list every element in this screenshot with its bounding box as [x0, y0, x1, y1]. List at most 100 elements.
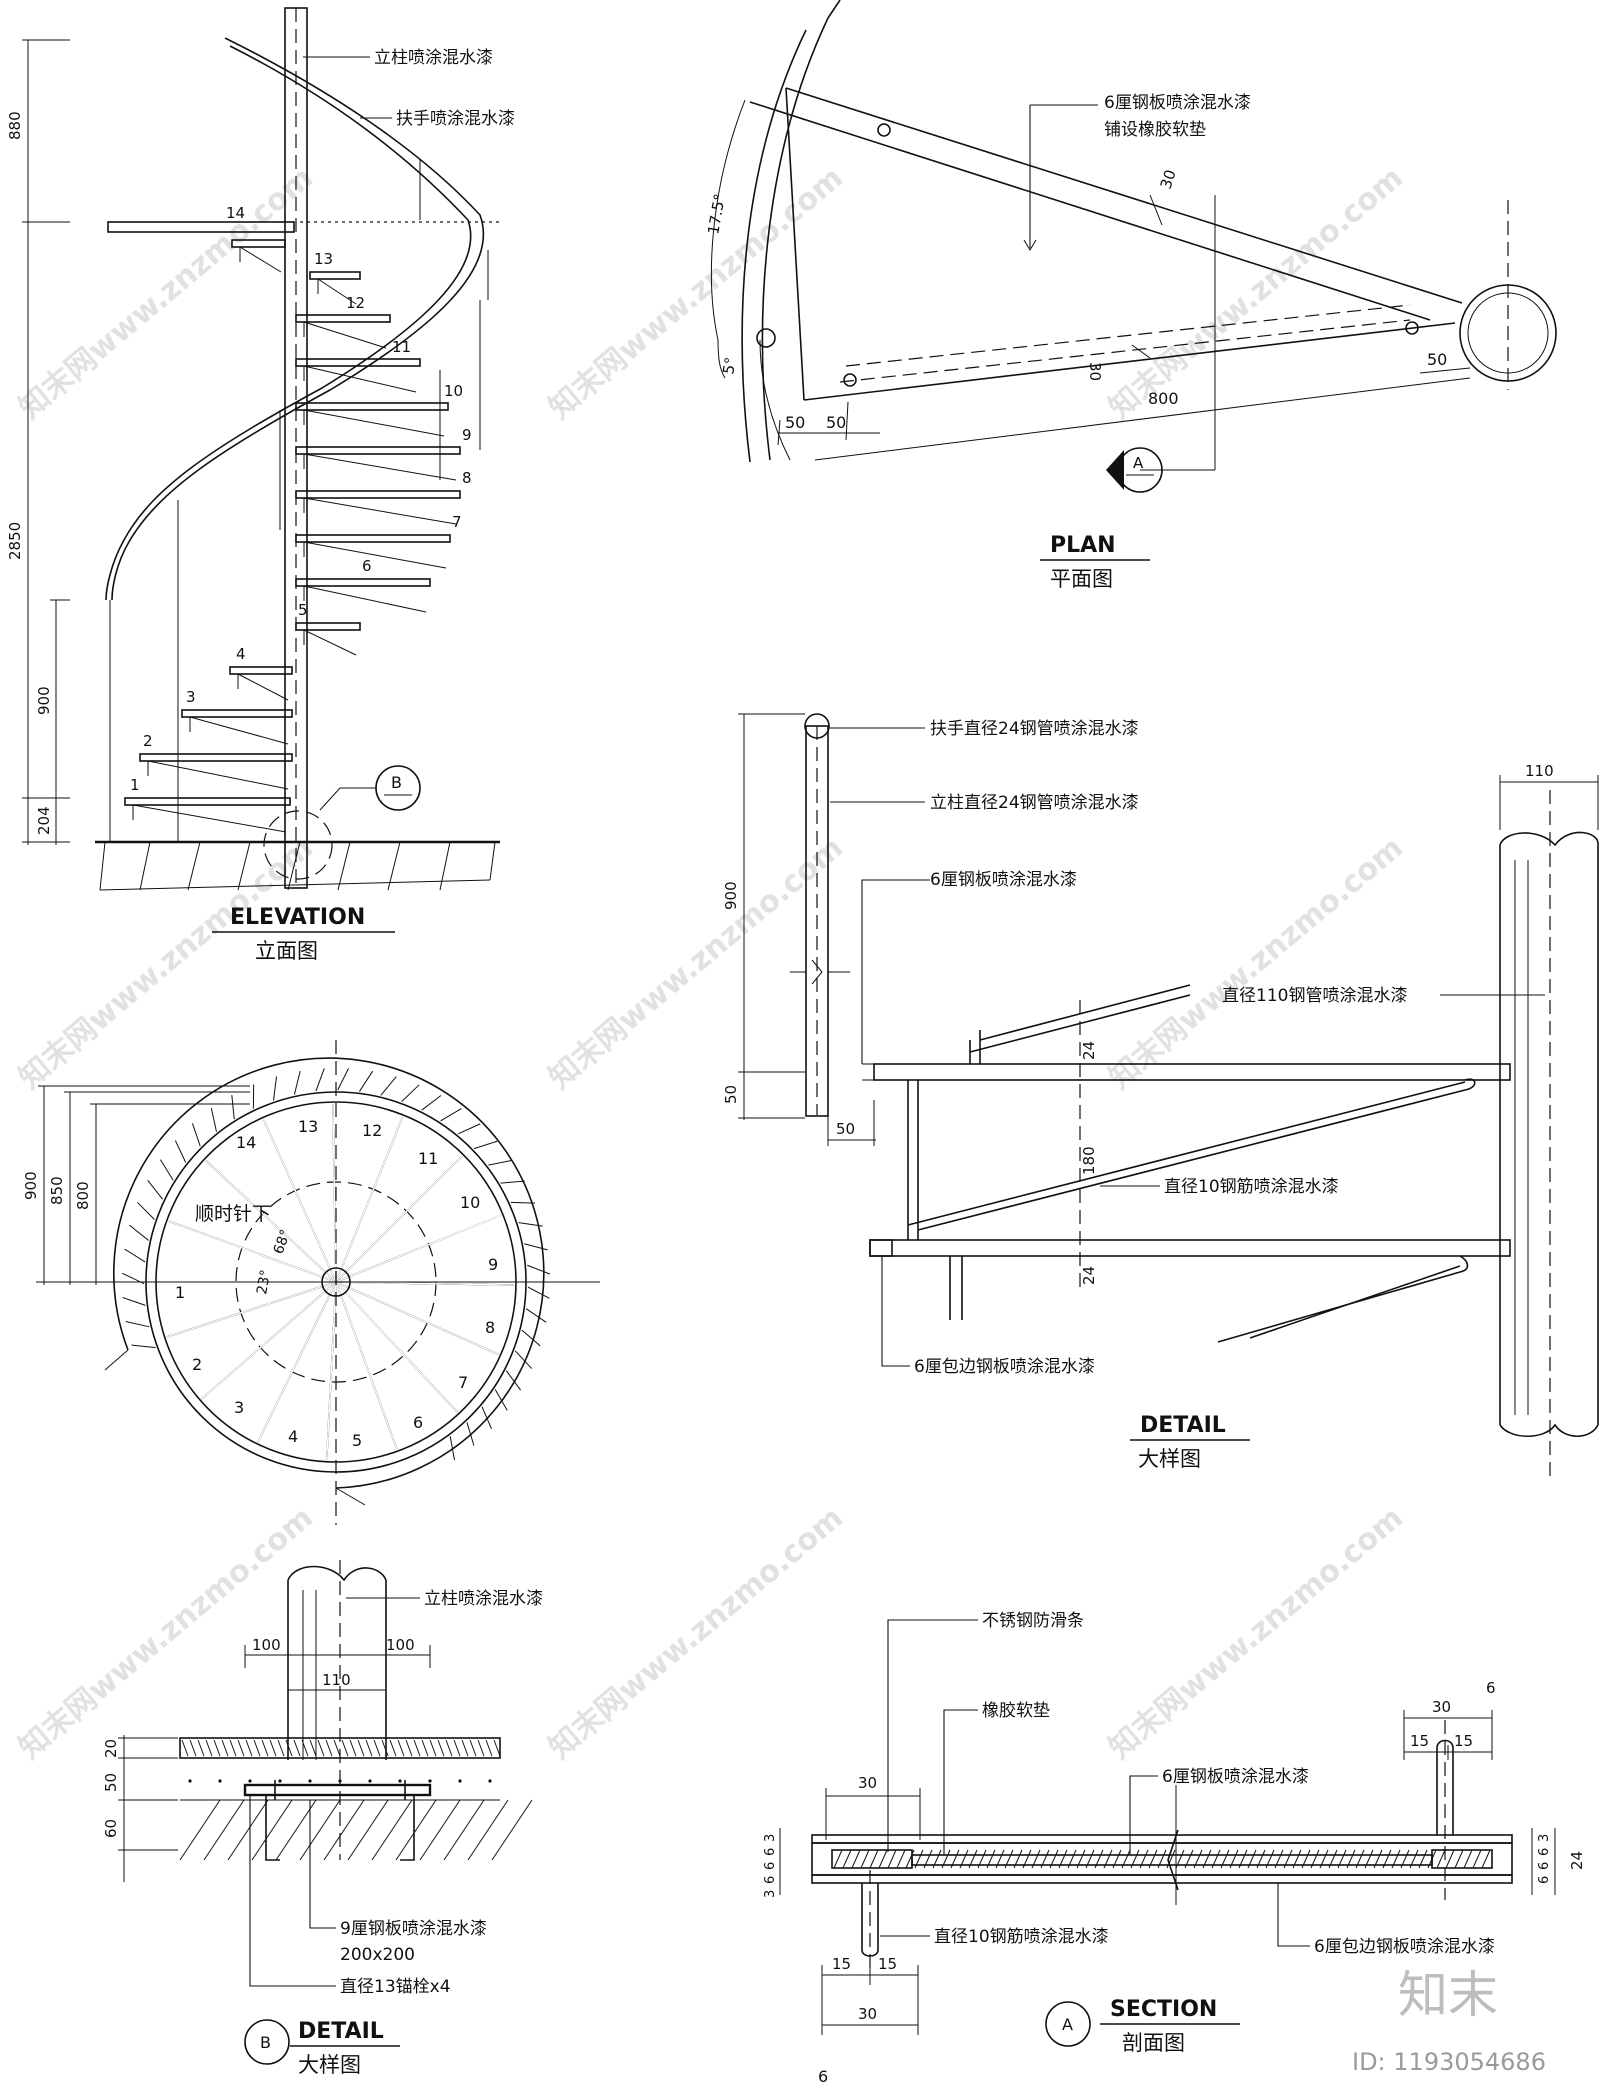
circle-step-label: 2 — [192, 1355, 202, 1374]
watermark: 知末网www.znzmo.com — [1103, 160, 1410, 426]
detail-dim-900: 900 — [722, 881, 740, 910]
elevation-tread-strut — [147, 760, 289, 790]
elevation-step-label: 5 — [298, 601, 308, 619]
circle-step-label: 4 — [288, 1427, 298, 1446]
circle-wall-hatch — [137, 1201, 155, 1220]
brand-id: ID: 1193054686 — [1352, 2048, 1546, 2076]
base-earth-hatch — [227, 1799, 269, 1861]
base-screed-hatch — [205, 1739, 213, 1757]
base-title-en: DETAIL — [298, 2019, 384, 2044]
circle-wall-hatch — [174, 1140, 187, 1163]
circle-wall-hatch — [421, 1095, 442, 1111]
base-screed-hatch — [421, 1739, 429, 1757]
section-pad-hatch — [1472, 1849, 1482, 1869]
base-screed-hatch — [373, 1739, 381, 1757]
section-title-cn: 剖面图 — [1122, 2031, 1185, 2055]
circle-tread-spokes — [166, 1104, 514, 1460]
base-note-plate-2: 200x200 — [340, 1945, 415, 1965]
circle-step-label: 10 — [460, 1193, 480, 1212]
section-marker: A — [1062, 2015, 1073, 2034]
elevation-step-label: 10 — [444, 382, 463, 400]
circle-tread-spoke-core — [335, 1116, 404, 1283]
base-screed-hatch — [453, 1739, 461, 1757]
circle-tread-spoke-core — [335, 1281, 514, 1286]
base-earth-hatch — [443, 1799, 485, 1861]
watermark: 知末网www.znzmo.com — [543, 1500, 850, 1766]
plan-note-plate-1: 6厘钢板喷涂混水漆 — [1104, 93, 1251, 113]
section-dim-30-bottom: 30 — [858, 2005, 877, 2023]
watermark-layer: 知末网www.znzmo.com 知末网www.znzmo.com 知末网www… — [13, 160, 1410, 1766]
plan-title-cn: 平面图 — [1050, 567, 1113, 591]
circle-wall-hatch — [380, 1076, 397, 1096]
base-screed-hatch — [477, 1739, 485, 1757]
base-earth-hatch — [395, 1799, 437, 1861]
base-marker: B — [260, 2033, 271, 2052]
base-screed-hatch — [277, 1739, 285, 1757]
base-screed-hatch — [189, 1739, 197, 1757]
circle-wall-hatch — [457, 1123, 481, 1135]
circle-step-label: 11 — [418, 1149, 438, 1168]
section-dim-r6b: 6 — [1537, 1862, 1552, 1870]
watermark: 知末网www.znzmo.com — [13, 830, 320, 1096]
circle-wall-hatch — [272, 1076, 278, 1101]
section-dim-15d: 15 — [878, 1955, 897, 1973]
section-pad-hatch — [860, 1849, 870, 1869]
circle-wall-hatch — [527, 1264, 551, 1275]
detail-dim-24a: 24 — [1080, 1041, 1098, 1060]
circle-wall-hatch — [525, 1308, 547, 1323]
base-title-cn: 大样图 — [298, 2053, 361, 2077]
watermark: 知末网www.znzmo.com — [1103, 1500, 1410, 1766]
detail-note-post: 立柱直径24钢管喷涂混水漆 — [930, 793, 1139, 813]
section-dim-r3: 3 — [1537, 1834, 1552, 1842]
circle-step-label: 7 — [458, 1373, 468, 1392]
circle-wall-hatch — [401, 1084, 420, 1102]
section-pad-hatch — [1463, 1849, 1473, 1869]
elevation-step-label: 12 — [346, 294, 365, 312]
section-pad-hatch — [896, 1849, 906, 1869]
base-dim-100b: 100 — [386, 1636, 415, 1654]
circle-tread-spoke-core — [262, 1119, 337, 1283]
section-pad-hatch — [1454, 1849, 1464, 1869]
base-concrete-dot — [338, 1779, 342, 1783]
section-dim-6-top: 6 — [1486, 1679, 1496, 1697]
base-earth-hatch — [203, 1799, 245, 1861]
base-screed-hatch — [461, 1739, 469, 1757]
plan-note-plate-2: 铺设橡胶软垫 — [1104, 120, 1206, 140]
circle-wall-hatch — [124, 1248, 146, 1263]
base-screed-hatch — [197, 1739, 205, 1757]
section-pad-hatch — [851, 1849, 861, 1869]
elevation-tread — [295, 402, 449, 411]
elevation-tread — [295, 578, 431, 587]
elevation-tread-strut — [189, 716, 289, 745]
base-screed-hatch — [341, 1739, 349, 1757]
plan-section-marker: A — [1133, 454, 1144, 472]
elevation-dim-2850: 2850 — [6, 522, 24, 560]
elevation-tread — [295, 490, 461, 499]
elevation-tread-strut — [303, 321, 387, 349]
elevation-tread-strut — [303, 585, 427, 613]
circle-wall-hatch — [122, 1296, 146, 1306]
base-screed-hatch — [261, 1739, 269, 1757]
elevation-tread-strut — [303, 453, 457, 481]
plan-dim-50c: 50 — [1427, 350, 1447, 369]
circle-tread-spoke-core — [257, 1281, 337, 1443]
base-screed-hatch — [493, 1739, 501, 1757]
elevation-step-label: 14 — [226, 204, 245, 222]
elevation-tread-strut — [239, 246, 282, 273]
elevation-step-label: 6 — [362, 557, 372, 575]
base-screed-hatch — [485, 1739, 493, 1757]
circle-tread-spoke-core — [335, 1214, 502, 1283]
circle-dim-850: 850 — [48, 1176, 66, 1205]
base-concrete-dot — [218, 1779, 222, 1783]
base-screed-hatch — [293, 1739, 301, 1757]
section-note-plate: 6厘钢板喷涂混水漆 — [1162, 1767, 1309, 1787]
elevation-tread — [309, 271, 361, 280]
base-dim-20: 20 — [102, 1739, 120, 1758]
base-concrete-dot — [248, 1779, 252, 1783]
detail-dim-24b: 24 — [1080, 1266, 1098, 1285]
circle-wall-hatch — [358, 1070, 374, 1092]
base-earth-hatch — [179, 1799, 221, 1861]
base-earth-hatch — [323, 1799, 365, 1861]
base-concrete-dot — [368, 1779, 372, 1783]
section-pad-hatch — [878, 1849, 888, 1869]
